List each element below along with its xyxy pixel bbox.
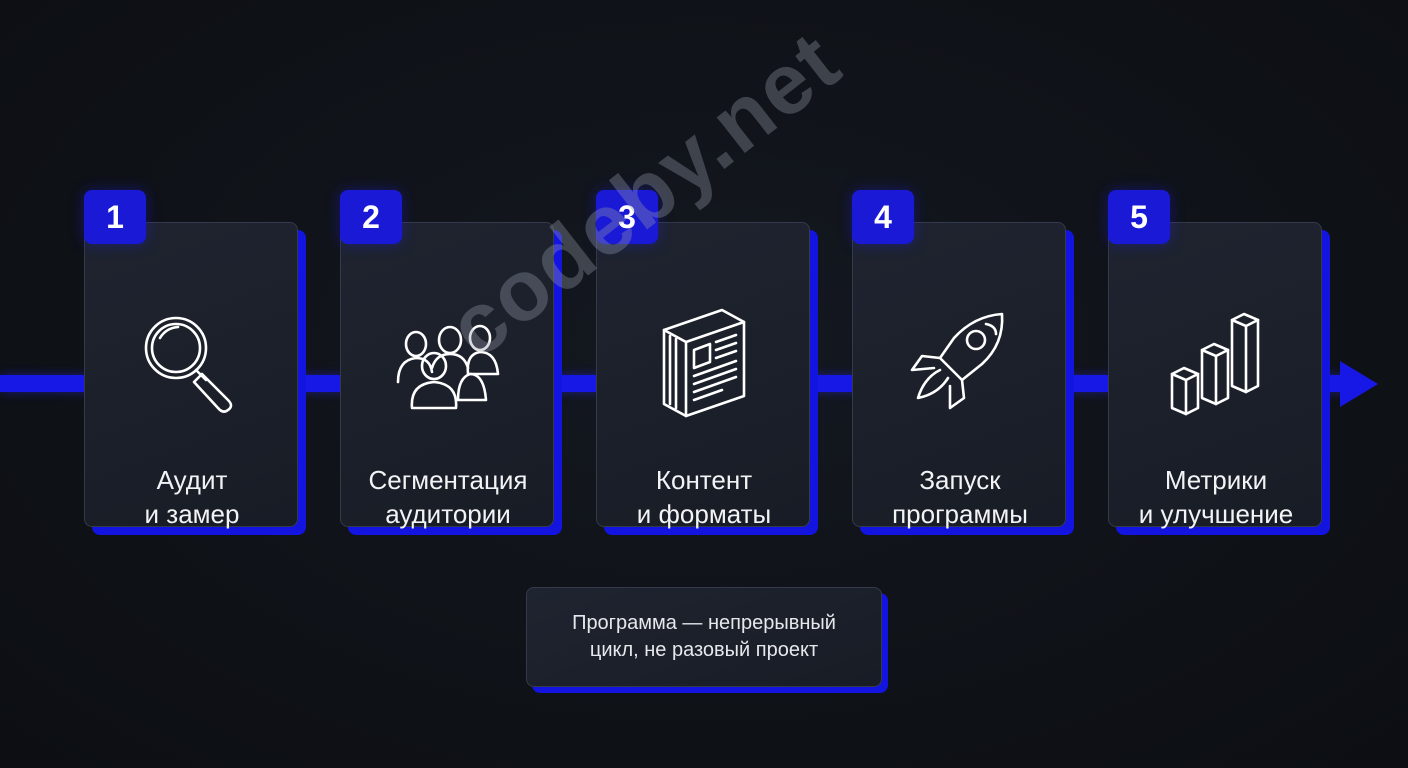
step-label: Запуск программы (892, 465, 1028, 529)
step-5: Метрики и улучшение 5 (1108, 190, 1330, 535)
step-3: Контент и форматы 3 (596, 190, 818, 535)
step-label: Сегментация аудитории (368, 465, 528, 529)
step-4: Запуск программы 4 (852, 190, 1074, 535)
step-number-badge: 1 (84, 190, 146, 244)
step-1: Аудит и замер 1 (84, 190, 306, 535)
note-text-line-2: цикл, не разовый проект (589, 639, 819, 661)
step-number-badge: 2 (340, 190, 402, 244)
people-group-icon (388, 308, 508, 418)
step-card: Аудит и замер (84, 222, 298, 529)
step-card: Контент и форматы (596, 222, 810, 529)
document-icon (644, 308, 764, 418)
cycle-note: Программа — непрерывный цикл, не разовый… (526, 587, 888, 693)
magnifier-icon (132, 308, 252, 418)
step-number-badge: 4 (852, 190, 914, 244)
step-card: Запуск программы (852, 222, 1066, 529)
step-label: Контент и форматы (636, 465, 772, 529)
step-2: Сегментация аудитории 2 (340, 190, 562, 535)
rocket-icon (900, 308, 1020, 418)
step-card: Метрики и улучшение (1108, 222, 1322, 529)
flow-arrowhead (1340, 361, 1378, 407)
note-box: Программа — непрерывный цикл, не разовый… (526, 587, 882, 687)
step-number-badge: 3 (596, 190, 658, 244)
step-card: Сегментация аудитории (340, 222, 554, 529)
step-number-badge: 5 (1108, 190, 1170, 244)
step-label: Метрики и улучшение (1138, 465, 1294, 529)
note-text-line-1: Программа — непрерывный (572, 612, 836, 634)
step-label: Аудит и замер (144, 465, 240, 529)
bar-chart-icon (1156, 308, 1276, 418)
